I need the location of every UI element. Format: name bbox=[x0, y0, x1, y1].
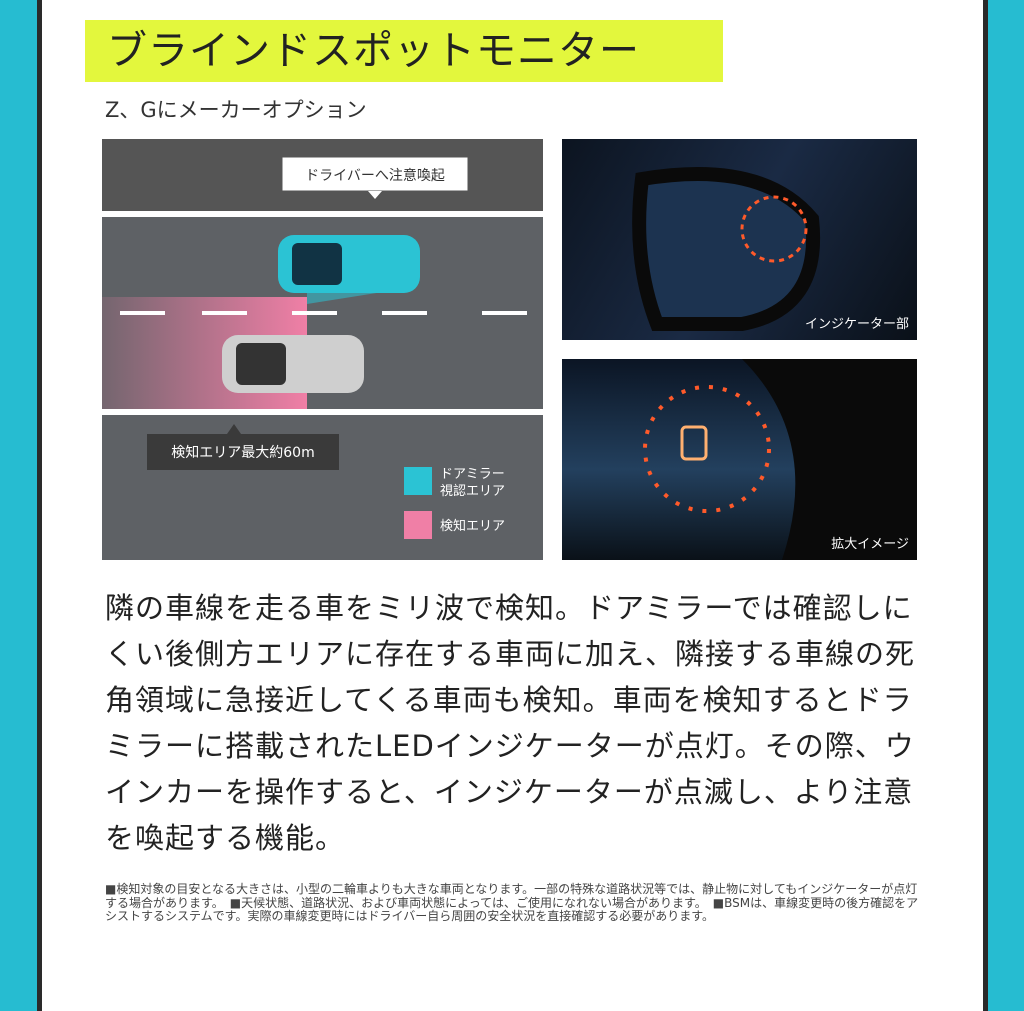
bsm-diagram: ドライバーへ注意喚起 検知エリア最大約60m ドアミラー 視認エリア 検知エリア bbox=[102, 139, 543, 560]
zoom-photo: 拡大イメージ bbox=[562, 359, 917, 560]
legend-mirror-label: ドアミラー bbox=[440, 467, 505, 482]
legend-mirror-label-2: 視認エリア bbox=[440, 483, 505, 499]
callout-driver: ドライバーへ注意喚起 bbox=[305, 167, 445, 184]
footnote: ■検知対象の目安となる大きさは、小型の二輪車よりも大きな車両となります。一部の特… bbox=[105, 882, 919, 923]
zoom-caption: 拡大イメージ bbox=[831, 537, 909, 552]
indicator-caption: インジケーター部 bbox=[804, 317, 909, 332]
description: 隣の車線を走る車をミリ波で検知。ドアミラーでは確認しにくい後側方エリアに存在する… bbox=[105, 591, 916, 855]
legend-detection-label: 検知エリア bbox=[440, 518, 505, 534]
mirror-photo: インジケーター部 bbox=[562, 139, 917, 340]
subtitle: Z、Gにメーカーオプション bbox=[105, 98, 367, 122]
page-title: ブラインドスポットモニター bbox=[85, 20, 723, 82]
callout-range: 検知エリア最大約60m bbox=[171, 444, 314, 461]
